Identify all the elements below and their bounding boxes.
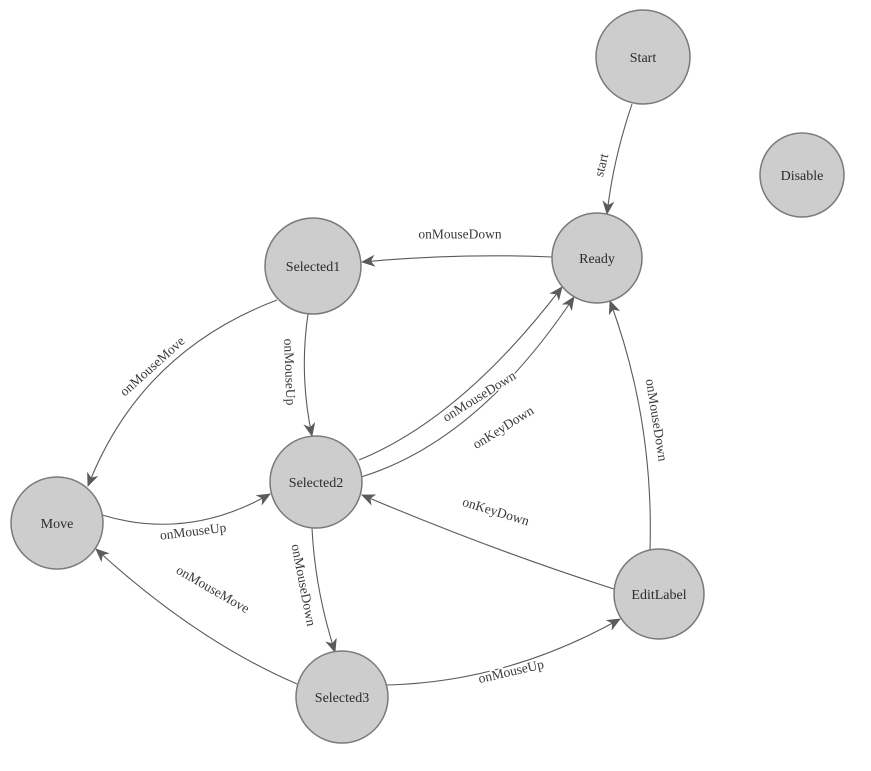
state-label-move: Move	[41, 517, 74, 532]
transition-label-ready-to-selected1: onMouseDown	[418, 227, 501, 242]
arrowhead-icon	[325, 637, 337, 653]
state-circle-selected1[interactable]	[264, 217, 362, 315]
transition-ready-to-selected1[interactable]	[360, 254, 553, 268]
transition-selected1-to-move[interactable]	[82, 299, 278, 489]
nodes-layer: StartDisableReadySelected1Selected2MoveS…	[10, 9, 845, 744]
transition-selected2-to-selected3[interactable]	[311, 527, 341, 655]
arrowhead-icon	[561, 296, 575, 312]
transition-selected3-to-move[interactable]	[91, 544, 298, 685]
transition-line[interactable]	[95, 548, 298, 685]
state-circle-ready[interactable]	[551, 212, 643, 304]
transition-label-editlabel-to-ready: onMouseDown	[643, 378, 671, 463]
state-label-selected3: Selected3	[315, 691, 369, 706]
transition-line[interactable]	[386, 618, 621, 686]
transition-label-start-to-ready: start	[591, 152, 611, 178]
transition-line[interactable]	[87, 299, 278, 487]
arrowhead-icon	[95, 548, 110, 563]
state-circle-selected2[interactable]	[269, 435, 363, 529]
state-node-move[interactable]: Move	[10, 476, 104, 570]
arrowhead-icon	[605, 618, 621, 631]
transition-line[interactable]	[358, 286, 563, 461]
arrowhead-icon	[549, 286, 563, 301]
arrowhead-icon	[602, 200, 615, 215]
transition-line[interactable]	[361, 494, 615, 590]
transition-selected3-to-editlabel[interactable]	[386, 613, 624, 686]
transition-line[interactable]	[101, 493, 271, 525]
transition-selected1-to-selected2[interactable]	[303, 313, 318, 438]
transition-editlabel-to-selected2[interactable]	[359, 489, 615, 590]
transition-line[interactable]	[361, 255, 553, 263]
arrowhead-icon	[361, 254, 376, 267]
state-node-selected1[interactable]: Selected1	[264, 217, 362, 315]
arrowhead-icon	[361, 494, 377, 506]
transition-line[interactable]	[311, 527, 336, 653]
state-node-selected2[interactable]: Selected2	[269, 435, 363, 529]
transition-label-selected3-to-move: onMouseMove	[174, 562, 252, 616]
transition-label-selected1-to-move: onMouseMove	[117, 333, 188, 399]
state-node-editlabel[interactable]: EditLabel	[613, 548, 705, 640]
transition-label-selected2-to-ready-keydown: onKeyDown	[470, 402, 537, 451]
state-circle-selected3[interactable]	[295, 650, 389, 744]
state-circle-disable[interactable]	[759, 132, 845, 218]
state-node-selected3[interactable]: Selected3	[295, 650, 389, 744]
transition-label-move-to-selected2: onMouseUp	[159, 520, 227, 543]
state-circle-editlabel[interactable]	[613, 548, 705, 640]
transition-line[interactable]	[606, 103, 633, 215]
arrowhead-icon	[303, 422, 316, 437]
state-label-start: Start	[630, 51, 657, 66]
transition-line[interactable]	[360, 296, 575, 478]
transition-selected2-to-ready-keydown[interactable]	[360, 293, 580, 478]
state-label-selected2: Selected2	[289, 476, 343, 491]
state-node-disable[interactable]: Disable	[759, 132, 845, 218]
transition-start-to-ready[interactable]	[601, 103, 633, 216]
transition-label-editlabel-to-selected2: onKeyDown	[461, 494, 532, 529]
state-circle-move[interactable]	[10, 476, 104, 570]
transition-label-selected1-to-selected2: onMouseUp	[281, 338, 298, 405]
transition-line[interactable]	[303, 313, 313, 437]
state-label-disable: Disable	[781, 169, 824, 184]
transition-selected2-to-ready-mousedown[interactable]	[358, 283, 567, 461]
arrowhead-icon	[255, 493, 271, 506]
transition-editlabel-to-ready[interactable]	[604, 298, 651, 551]
state-label-ready: Ready	[579, 252, 615, 267]
transition-label-selected3-to-editlabel: onMouseUp	[477, 656, 546, 686]
arrowhead-icon	[608, 300, 621, 316]
state-circle-start[interactable]	[595, 9, 691, 105]
state-label-editlabel: EditLabel	[631, 588, 686, 603]
arrowhead-icon	[87, 471, 99, 487]
state-node-ready[interactable]: Ready	[551, 212, 643, 304]
transition-move-to-selected2[interactable]	[101, 488, 274, 525]
state-node-start[interactable]: Start	[595, 9, 691, 105]
edges-layer	[82, 103, 651, 686]
state-label-selected1: Selected1	[286, 260, 340, 275]
transition-line[interactable]	[609, 300, 651, 551]
